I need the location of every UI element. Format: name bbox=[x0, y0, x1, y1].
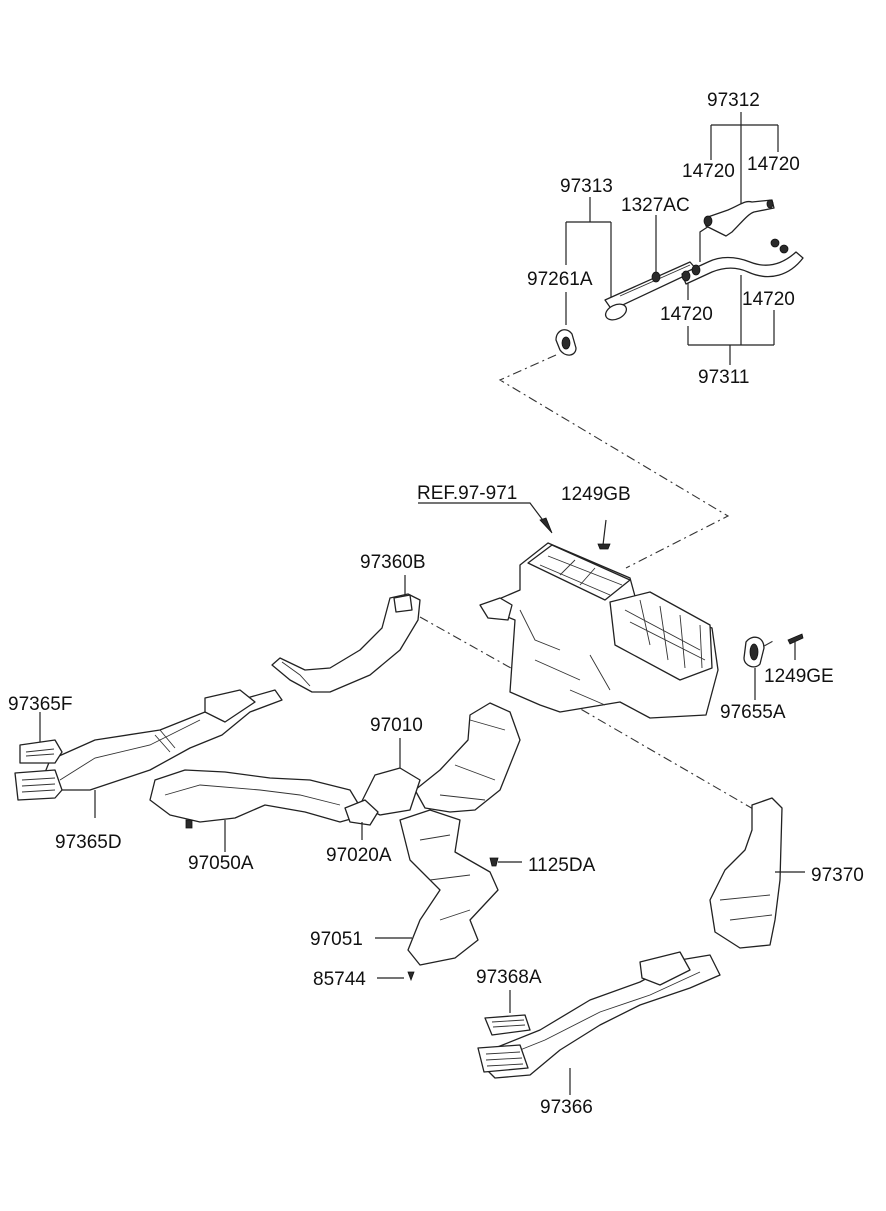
label-1249gb: 1249GB bbox=[561, 484, 631, 505]
label-1327ac: 1327AC bbox=[621, 195, 690, 216]
label-97312: 97312 bbox=[707, 90, 760, 111]
label-14720-a: 14720 bbox=[682, 161, 735, 182]
heater-unit bbox=[418, 502, 804, 719]
part-labels: 97312 14720 14720 97313 1327AC 97261A 14… bbox=[8, 90, 864, 1118]
label-97311: 97311 bbox=[698, 367, 749, 388]
label-97010: 97010 bbox=[370, 715, 423, 736]
label-97655a: 97655A bbox=[720, 702, 786, 723]
left-duct-assembly bbox=[14, 575, 421, 852]
label-14720-c: 14720 bbox=[660, 304, 713, 325]
label-97365d: 97365D bbox=[55, 832, 122, 853]
heater-hose-assembly bbox=[555, 112, 804, 365]
label-1125da: 1125DA bbox=[528, 855, 596, 876]
label-97365f: 97365F bbox=[8, 694, 72, 715]
label-97360b: 97360B bbox=[360, 552, 426, 573]
label-97366: 97366 bbox=[540, 1097, 593, 1118]
label-85744: 85744 bbox=[313, 969, 366, 990]
label-97368a: 97368A bbox=[476, 967, 542, 988]
center-duct-assembly bbox=[344, 702, 522, 982]
label-97261a: 97261A bbox=[527, 269, 593, 290]
label-97020a: 97020A bbox=[326, 845, 392, 866]
label-1249ge: 1249GE bbox=[764, 666, 834, 687]
label-97313: 97313 bbox=[560, 176, 613, 197]
label-97370: 97370 bbox=[811, 865, 864, 886]
label-ref-97-971: REF.97-971 bbox=[417, 483, 517, 504]
right-duct-assembly bbox=[477, 797, 805, 1095]
label-97051: 97051 bbox=[310, 929, 363, 950]
label-14720-d: 14720 bbox=[742, 289, 795, 310]
label-14720-b: 14720 bbox=[747, 154, 800, 175]
label-97050a: 97050A bbox=[188, 853, 254, 874]
